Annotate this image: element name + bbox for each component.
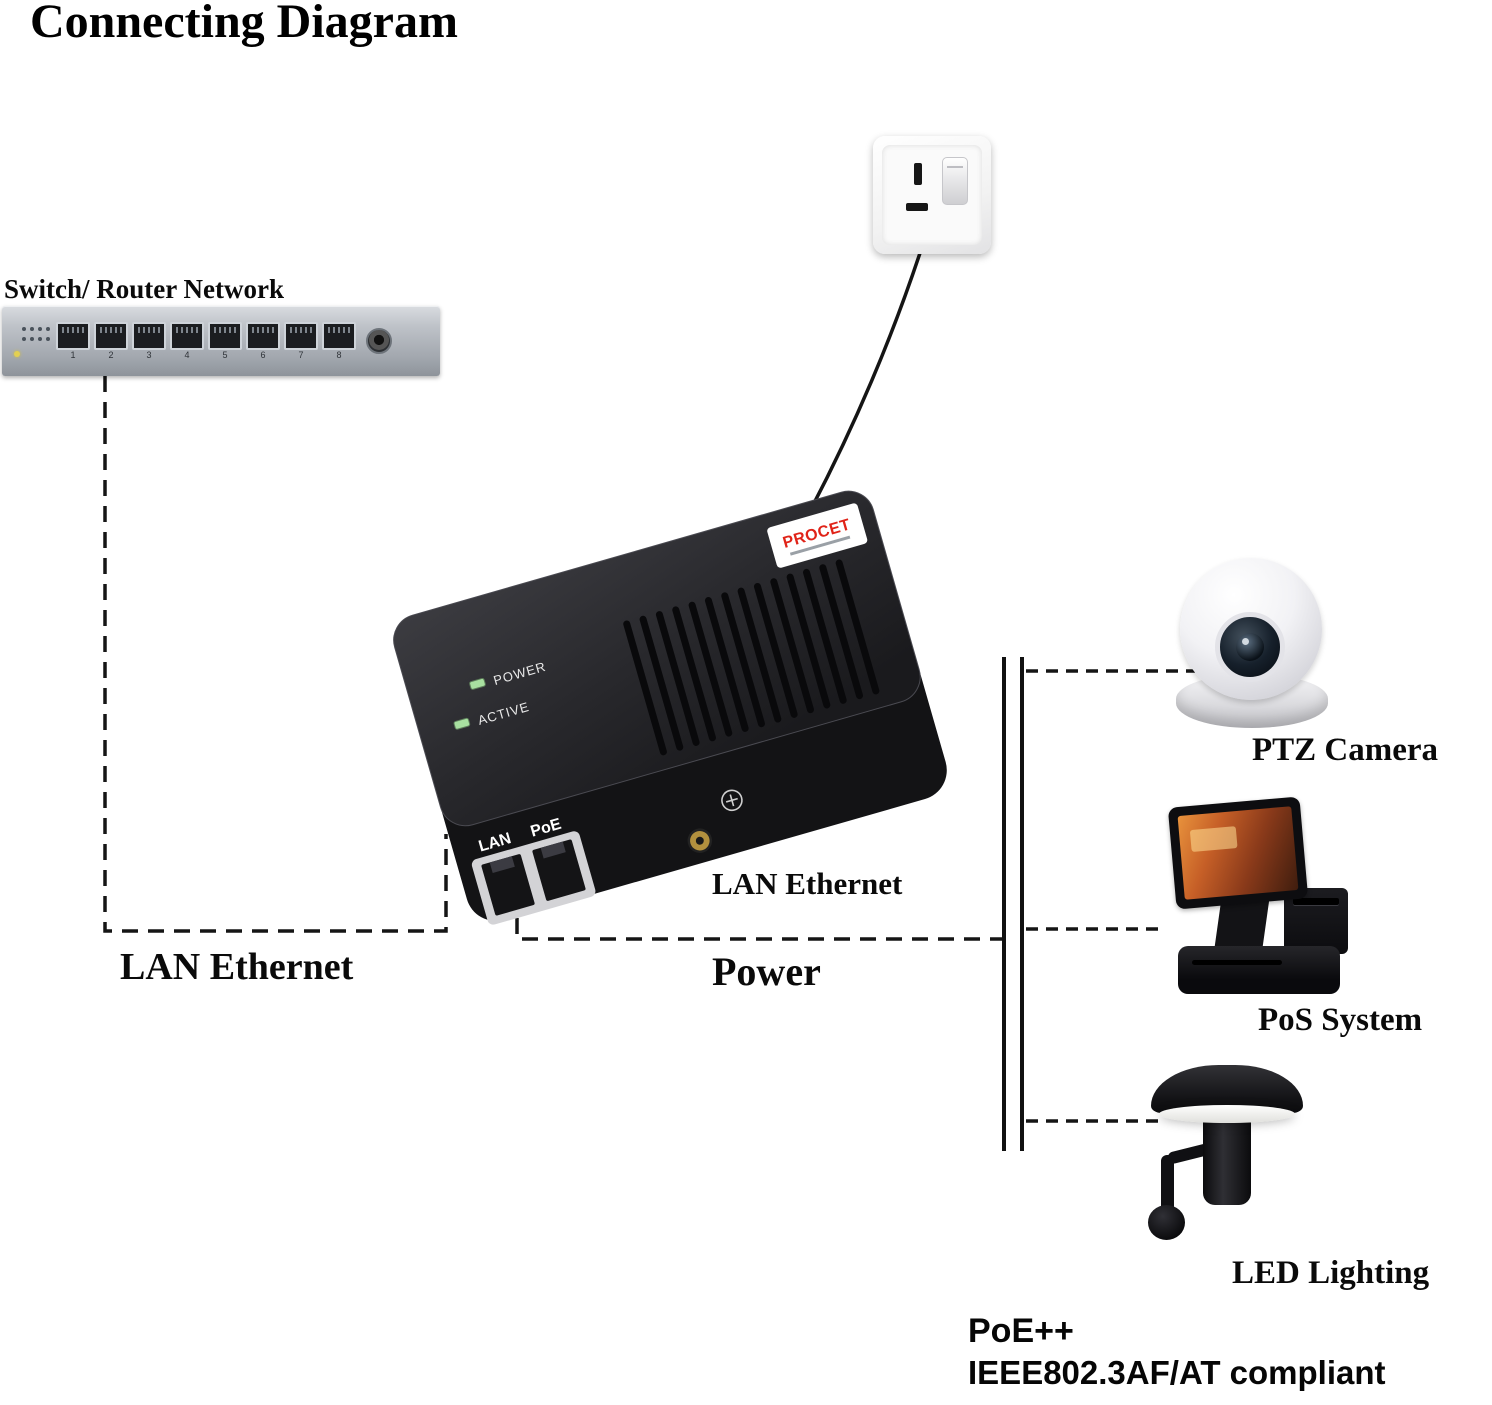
lamp-diffuser <box>1159 1105 1295 1123</box>
camera-lens-core <box>1236 633 1264 661</box>
wall-socket <box>873 136 991 254</box>
rj45-port <box>284 322 318 350</box>
rj45-port <box>132 322 166 350</box>
rj45-port <box>208 322 242 350</box>
ptz-camera <box>1170 556 1335 734</box>
earth-pin-slot <box>914 163 922 185</box>
vent-slots <box>623 559 880 756</box>
dc-power-jack-icon <box>366 328 392 354</box>
label-power: Power <box>712 949 821 994</box>
led-lamp <box>1146 1053 1311 1253</box>
pos-base <box>1178 946 1340 994</box>
lamp-mount-base <box>1148 1205 1185 1240</box>
pwr-led-icon <box>14 351 20 357</box>
lan-ethernet-left-line <box>103 376 448 933</box>
switch-ports: 1 2 3 4 5 6 7 8 <box>56 322 356 360</box>
active-led-icon <box>453 717 471 730</box>
lamp-body <box>1203 1117 1251 1205</box>
label-lan-ethernet-right: LAN Ethernet <box>712 866 903 901</box>
brand-underline <box>789 535 851 556</box>
socket-plate <box>882 145 982 245</box>
power-led-icon <box>469 677 486 690</box>
live-pin-slot <box>906 203 928 211</box>
page-title: Connecting Diagram <box>30 0 458 48</box>
label-lan-ethernet-left: LAN Ethernet <box>120 946 354 988</box>
poe-standard-text: PoE++ <box>968 1312 1074 1350</box>
pos-screen <box>1167 796 1309 910</box>
rj45-port <box>170 322 204 350</box>
switch-label: Switch/ Router Network <box>4 274 284 304</box>
rj45-port <box>94 322 128 350</box>
brand-badge <box>767 503 868 568</box>
rj45-port <box>246 322 280 350</box>
lens-glint <box>1242 638 1249 645</box>
pos-terminal <box>1166 796 1356 1003</box>
compliance-text: IEEE802.3AF/AT compliant <box>968 1354 1386 1391</box>
rj45-port <box>322 322 356 350</box>
label-pos-system: PoS System <box>1258 1002 1423 1038</box>
ground-icon <box>721 789 743 812</box>
pos-screen-content <box>1177 806 1299 900</box>
rj45-port <box>56 322 90 350</box>
poe-injector: PROCET POWER ACTIVE LAN PoE <box>393 490 947 925</box>
lan-ethernet-right-line <box>515 866 1004 941</box>
label-led-lighting: LED Lighting <box>1232 1255 1430 1291</box>
label-ptz-camera: PTZ Camera <box>1252 732 1439 768</box>
socket-rocker-switch <box>942 157 968 205</box>
network-switch: 1 2 3 4 5 6 7 8 <box>2 306 440 376</box>
switch-status-leds <box>12 323 52 359</box>
power-cord-line <box>800 249 923 527</box>
